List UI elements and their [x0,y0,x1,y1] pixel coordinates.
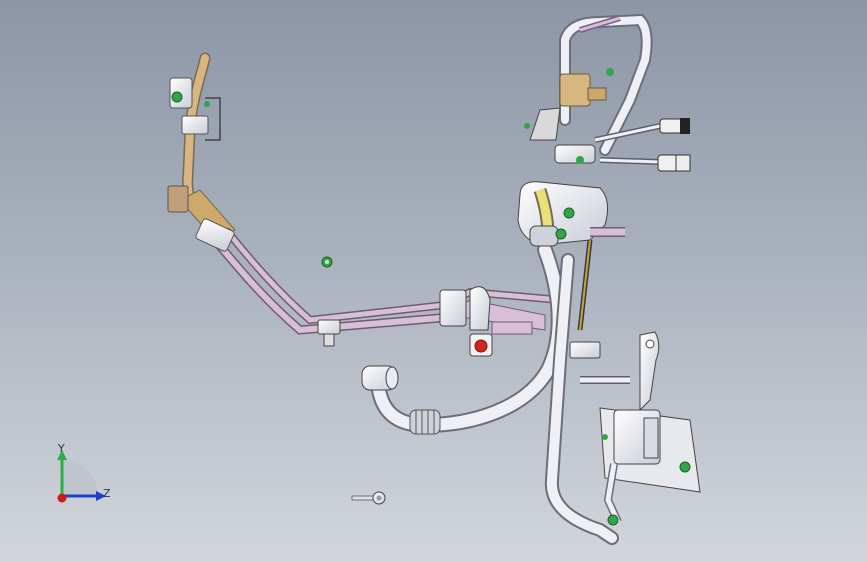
z-axis-label: Z [103,487,111,500]
clip-green-bracket-small[interactable] [602,434,608,440]
clip-green-upper-b[interactable] [576,156,584,164]
clip-green-upper-d[interactable] [555,228,567,240]
y-axis-label: Y [57,442,65,455]
clip-red[interactable] [469,333,493,357]
left-tube-branch[interactable] [167,52,449,335]
hose-end-fitting[interactable] [361,365,399,391]
clip-green-floating[interactable] [321,256,333,268]
pipe-clamp-left[interactable] [317,319,341,347]
silver-vertical-pipe[interactable] [544,239,619,545]
clip-green-right-bracket[interactable] [679,461,691,473]
x-axis-dot [57,493,67,503]
clip-green-bottom[interactable] [607,514,619,526]
coordinate-triad: Y Z [57,442,111,503]
clip-green-upper-a[interactable] [606,68,614,76]
upper-right-tube-cluster[interactable] [517,13,691,247]
clip-green-upper-e[interactable] [524,123,530,129]
center-pink-manifold[interactable] [438,286,561,335]
clip-green-left-top[interactable] [171,91,183,103]
clip-green-upper-c[interactable] [563,207,575,219]
silver-hose-loop[interactable] [370,242,567,435]
loose-bolt[interactable] [351,491,386,505]
triad-plane-shade [62,460,98,496]
y-axis-arrow [57,450,67,460]
right-bracket-assembly[interactable] [580,331,701,524]
z-axis-arrow [96,491,106,501]
clip-green-left-small[interactable] [204,101,210,107]
